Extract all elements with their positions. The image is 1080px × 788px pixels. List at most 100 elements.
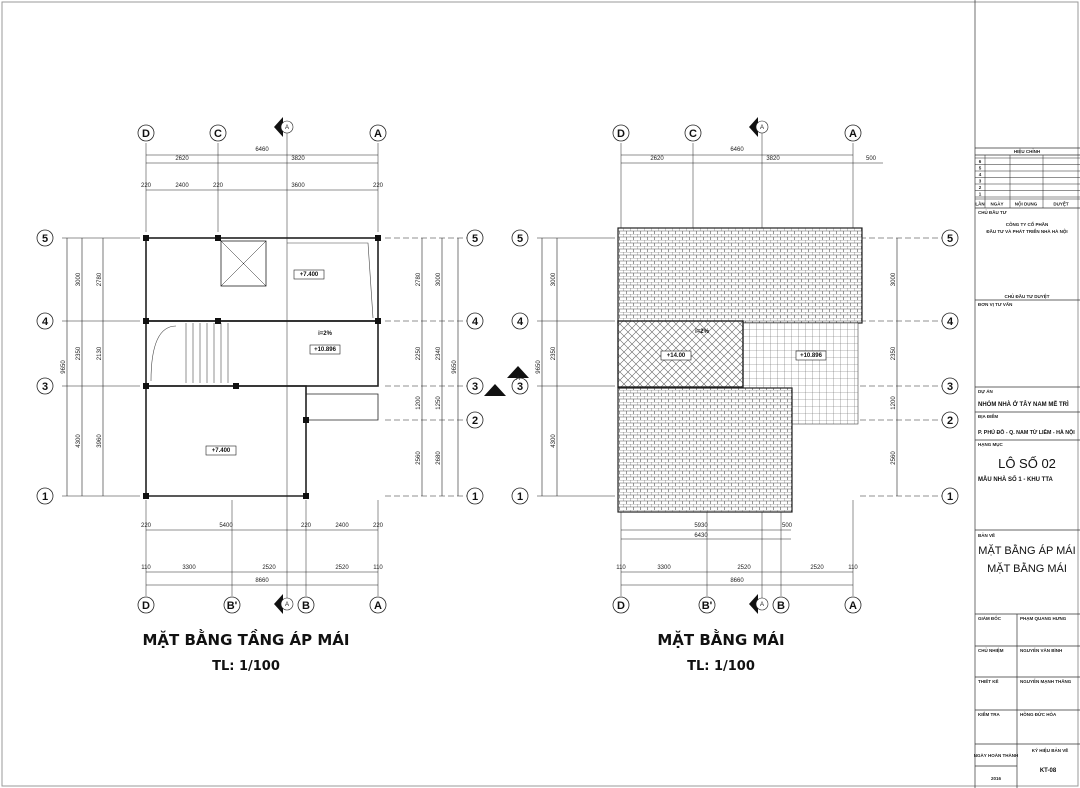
axis-label: D (617, 128, 625, 140)
wall (145, 320, 379, 387)
drawing-label: BẢN VẼ (978, 532, 995, 538)
title-block-text: HIỆU CHỈNH CHỦ ĐẦU TƯ CÔNG TY CỔ PHẦN ĐẦ… (978, 147, 1076, 575)
date: 2016 (991, 776, 1002, 781)
axis-bubble (36, 377, 54, 395)
axis-label: 4 (42, 316, 49, 328)
section-marker-label: A (760, 602, 764, 608)
dimension-text: 2520 (335, 565, 349, 571)
dimension-text: 3600 (291, 183, 305, 189)
axis-label: 1 (517, 491, 523, 503)
dimension-text: 2520 (262, 565, 276, 571)
dimension-text: 2620 (175, 156, 189, 162)
level-label: +14.00 (667, 353, 686, 359)
axis-bubble (612, 124, 630, 142)
section-bubble (280, 597, 294, 611)
section-bubble (280, 120, 294, 134)
roof-terrace (617, 320, 744, 388)
axis-bubble (466, 411, 484, 429)
elevator-shaft (220, 240, 267, 287)
dimension-text: 6430 (694, 533, 708, 539)
axis-label: 3 (947, 381, 953, 393)
item-label: HẠNG MỤC (978, 442, 1003, 447)
dimension-text: 220 (213, 183, 224, 189)
axis-bubble (941, 229, 959, 247)
axis-label: 5 (517, 233, 523, 245)
sign-role: THIẾT KẾ (978, 678, 999, 684)
dimension-text: 4300 (551, 434, 557, 448)
sign-name: NGUYỄN MẠNH THẮNG (1020, 677, 1072, 684)
level-label: i=2% (695, 329, 710, 335)
column (303, 493, 309, 499)
dimension-text: 2520 (737, 565, 751, 571)
plan-title: MẶT BẰNG MÁI (657, 628, 784, 649)
axis-label: 5 (472, 233, 478, 245)
title-block (974, 0, 1080, 788)
shaft-cross (220, 240, 267, 287)
roof-edge (287, 242, 374, 319)
axis-label: 3 (472, 381, 478, 393)
revision-col-header: DUYỆT (1053, 200, 1069, 207)
plan-scale: TL: 1/100 (687, 659, 755, 674)
dimension-text: 2340 (436, 346, 442, 360)
revision-row-number: 2 (979, 185, 982, 190)
section-marker-label: A (516, 376, 520, 382)
axis-label: D (142, 128, 150, 140)
level-label: i=2% (318, 331, 333, 337)
axis-label: 1 (42, 491, 48, 503)
dimension-text: 1200 (891, 396, 897, 410)
axis-bubble (941, 377, 959, 395)
axis-bubble (466, 487, 484, 505)
revision-row-number: 1 (979, 192, 982, 197)
dimension-text: 9650 (452, 360, 458, 374)
axis-bubble (137, 596, 155, 614)
section-arrow-icon (274, 594, 283, 614)
axis-label: 5 (42, 233, 48, 245)
sign-name: PHẠM QUANG HƯNG (1020, 616, 1067, 621)
revision-row-number: 5 (979, 166, 982, 171)
dimension-text: 2620 (650, 156, 664, 162)
axis-bubble (941, 312, 959, 330)
column (143, 318, 149, 324)
company-line2: ĐẦU TƯ VÀ PHÁT TRIỂN NHÀ HÀ NỘI (986, 227, 1067, 234)
section-arrow-icon (749, 117, 758, 137)
dimension-text: 3820 (766, 156, 780, 162)
dimension-text: 220 (373, 523, 384, 529)
axis-label: 4 (472, 316, 479, 328)
level-box (309, 344, 341, 355)
sheet-number: KT-08 (1040, 768, 1057, 774)
date-label: NGÀY HOÀN THÀNH (974, 752, 1018, 758)
column (143, 493, 149, 499)
section-arrow-icon (484, 384, 506, 396)
axis-bubble (511, 229, 529, 247)
dimension-text: 500 (866, 156, 877, 162)
dimension-text: 110 (141, 565, 151, 571)
section-bubble (755, 120, 769, 134)
dimension-text: 220 (141, 183, 152, 189)
dimension-text: 2780 (97, 272, 103, 286)
axis-bubble (369, 124, 387, 142)
sign-role: KIỂM TRA (978, 711, 1000, 717)
axis-bubble (209, 124, 227, 142)
level-box (205, 445, 237, 456)
axis-label: C (214, 128, 222, 140)
axis-label: 2 (472, 415, 478, 427)
dimension-text: 220 (301, 523, 312, 529)
lot-number: LÔ SỐ 02 (998, 456, 1056, 471)
axis-bubble (223, 596, 241, 614)
dimension-text: 2400 (175, 183, 189, 189)
axis-bubble (844, 124, 862, 142)
dimension-text: 4300 (76, 434, 82, 448)
dimension-text: 8660 (730, 578, 744, 584)
dimension-text: 2350 (551, 346, 557, 360)
house-model: MẪU NHÀ SỐ 1 - KHU TTA (978, 476, 1054, 483)
company-line1: CÔNG TY CỔ PHẦN (1006, 220, 1048, 227)
column (215, 235, 221, 241)
dimension-text: 6460 (255, 147, 269, 153)
axis-label: C (689, 128, 697, 140)
section-arrow-icon (274, 117, 283, 137)
column (143, 383, 149, 389)
dimension-text: 2350 (76, 346, 82, 360)
